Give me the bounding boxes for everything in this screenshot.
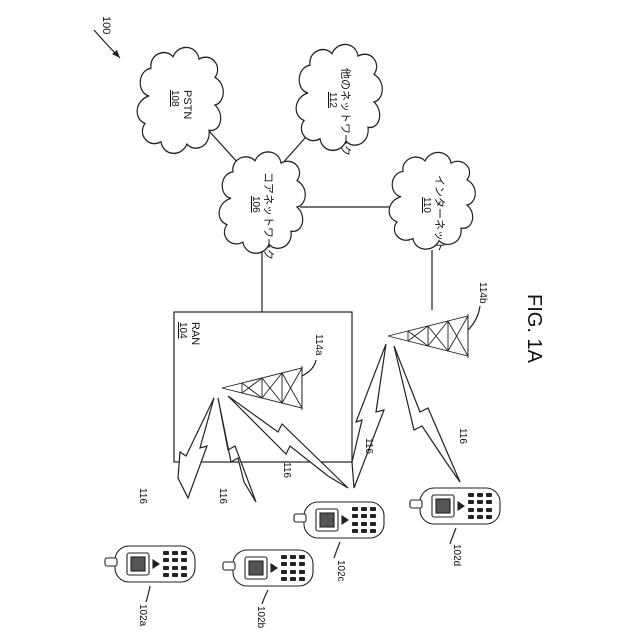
base-station-b-tower: [388, 314, 468, 358]
wtru-102a-phone: [105, 546, 195, 582]
wtru-102d-label: 102d: [451, 544, 462, 566]
base-station-a-leader: [302, 360, 316, 376]
pstn-label: PSTN: [181, 90, 193, 119]
wtru-102c-label: 102c: [335, 560, 346, 582]
ran-label: RAN: [189, 322, 201, 345]
system-ref-label: 100: [100, 16, 112, 34]
air-link-102b-label: 116: [217, 488, 228, 504]
other-networks-ref-label: 112: [327, 92, 338, 108]
base-station-b-leader: [468, 306, 480, 330]
wtru-102d-phone: [410, 488, 500, 524]
figure-caption: FIG. 1A: [523, 294, 545, 364]
air-link-102a: [178, 398, 214, 498]
air-link-102d: [394, 346, 460, 482]
wtru-102b-phone: [223, 550, 313, 586]
air-link-102c-from-b-label: 116: [363, 438, 374, 454]
air-link-102a-label: 116: [137, 488, 148, 504]
wtru-102a-label: 102a: [137, 604, 148, 627]
base-station-a-tower: [222, 366, 302, 410]
wtru-102c-leader: [334, 542, 340, 558]
air-link-102c-from-b: [352, 344, 386, 488]
wtru-102a-leader: [146, 586, 150, 602]
air-link-102c-from-a-label: 116: [281, 462, 292, 478]
other-networks-label: 他のネットワーク: [339, 68, 352, 156]
base-station-a-label: 114a: [313, 334, 324, 356]
internet-ref-label: 110: [421, 197, 432, 213]
pstn-ref-label: 108: [169, 90, 180, 107]
wtru-102c-phone: [294, 502, 384, 538]
air-link-102d-label: 116: [457, 428, 468, 444]
wtru-102d-leader: [450, 528, 456, 544]
ran-ref-label: 104: [177, 322, 188, 339]
wtru-102b-label: 102b: [255, 606, 266, 629]
core-network-ref-label: 106: [250, 196, 261, 213]
internet-label: インターネット: [433, 175, 446, 252]
core-network-label: コアネットワーク: [262, 172, 275, 260]
wtru-102b-leader: [262, 590, 268, 604]
base-station-b-label: 114b: [477, 282, 488, 304]
